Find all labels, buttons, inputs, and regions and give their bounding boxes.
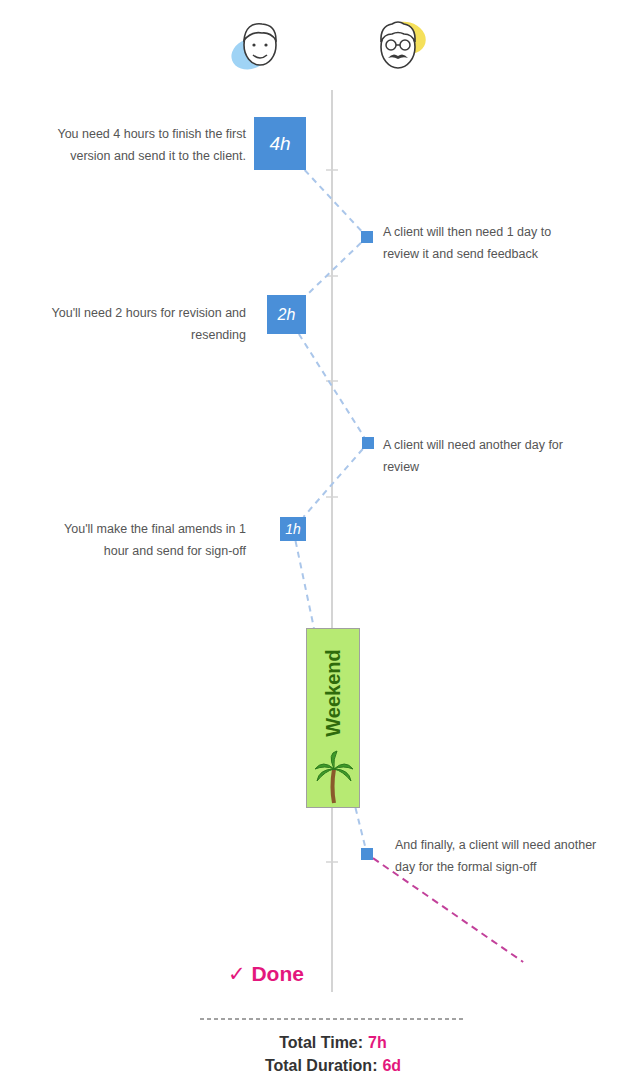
palm-leaf	[317, 769, 334, 781]
palm-leaf	[334, 764, 353, 769]
palm-leaf	[315, 764, 334, 769]
milestone-marker: And finally, a client will need another …	[361, 848, 373, 860]
duration-label: 1h	[285, 521, 301, 537]
step-description: You'll need 2 hours for revision and res…	[31, 302, 246, 346]
client-icon	[381, 17, 430, 68]
weekend-label: Weekend	[322, 649, 345, 736]
total-value: 6d	[382, 1057, 401, 1074]
duration-box: You'll make the final amends in 1 hour a…	[280, 517, 306, 541]
duration-box: You need 4 hours to finish the first ver…	[254, 117, 306, 170]
palm-trunk	[333, 769, 335, 803]
total-row: Total Time: 7h	[0, 1034, 625, 1052]
done-marker: ✓ Done	[228, 962, 625, 986]
dashed-connector	[303, 449, 362, 517]
step-description: You'll make the final amends in 1 hour a…	[46, 518, 246, 562]
dashed-connector	[296, 541, 314, 628]
milestone-marker: A client will need another day for revie…	[362, 437, 374, 449]
palm-leaf	[331, 751, 337, 769]
separator-line	[200, 1019, 465, 1020]
total-value: 7h	[368, 1034, 387, 1051]
person-icon	[227, 24, 276, 75]
duration-box: You'll need 2 hours for revision and res…	[267, 295, 306, 334]
palm-leaf	[334, 769, 351, 781]
step-description: A client will need another day for revie…	[383, 434, 593, 478]
total-caption: Total Duration:	[265, 1057, 378, 1074]
total-row: Total Duration:6d	[0, 1057, 625, 1075]
dashed-connector	[356, 808, 366, 848]
duration-label: 2h	[278, 306, 296, 324]
dashed-connector	[306, 243, 361, 296]
dashed-connector	[299, 334, 364, 437]
done-label: ✓ Done	[228, 962, 625, 986]
step-description: And finally, a client will need another …	[395, 834, 605, 878]
step-description: A client will then need 1 day to review …	[383, 221, 583, 265]
timeline-axis	[331, 90, 333, 992]
weekend-band: Weekend	[306, 628, 360, 808]
step-description: You need 4 hours to finish the first ver…	[31, 123, 246, 167]
duration-label: 4h	[269, 133, 290, 155]
dashed-connector	[305, 170, 362, 231]
palm-tree-icon	[307, 747, 360, 807]
milestone-marker: A client will then need 1 day to review …	[361, 231, 373, 243]
total-caption: Total Time:	[279, 1034, 363, 1051]
